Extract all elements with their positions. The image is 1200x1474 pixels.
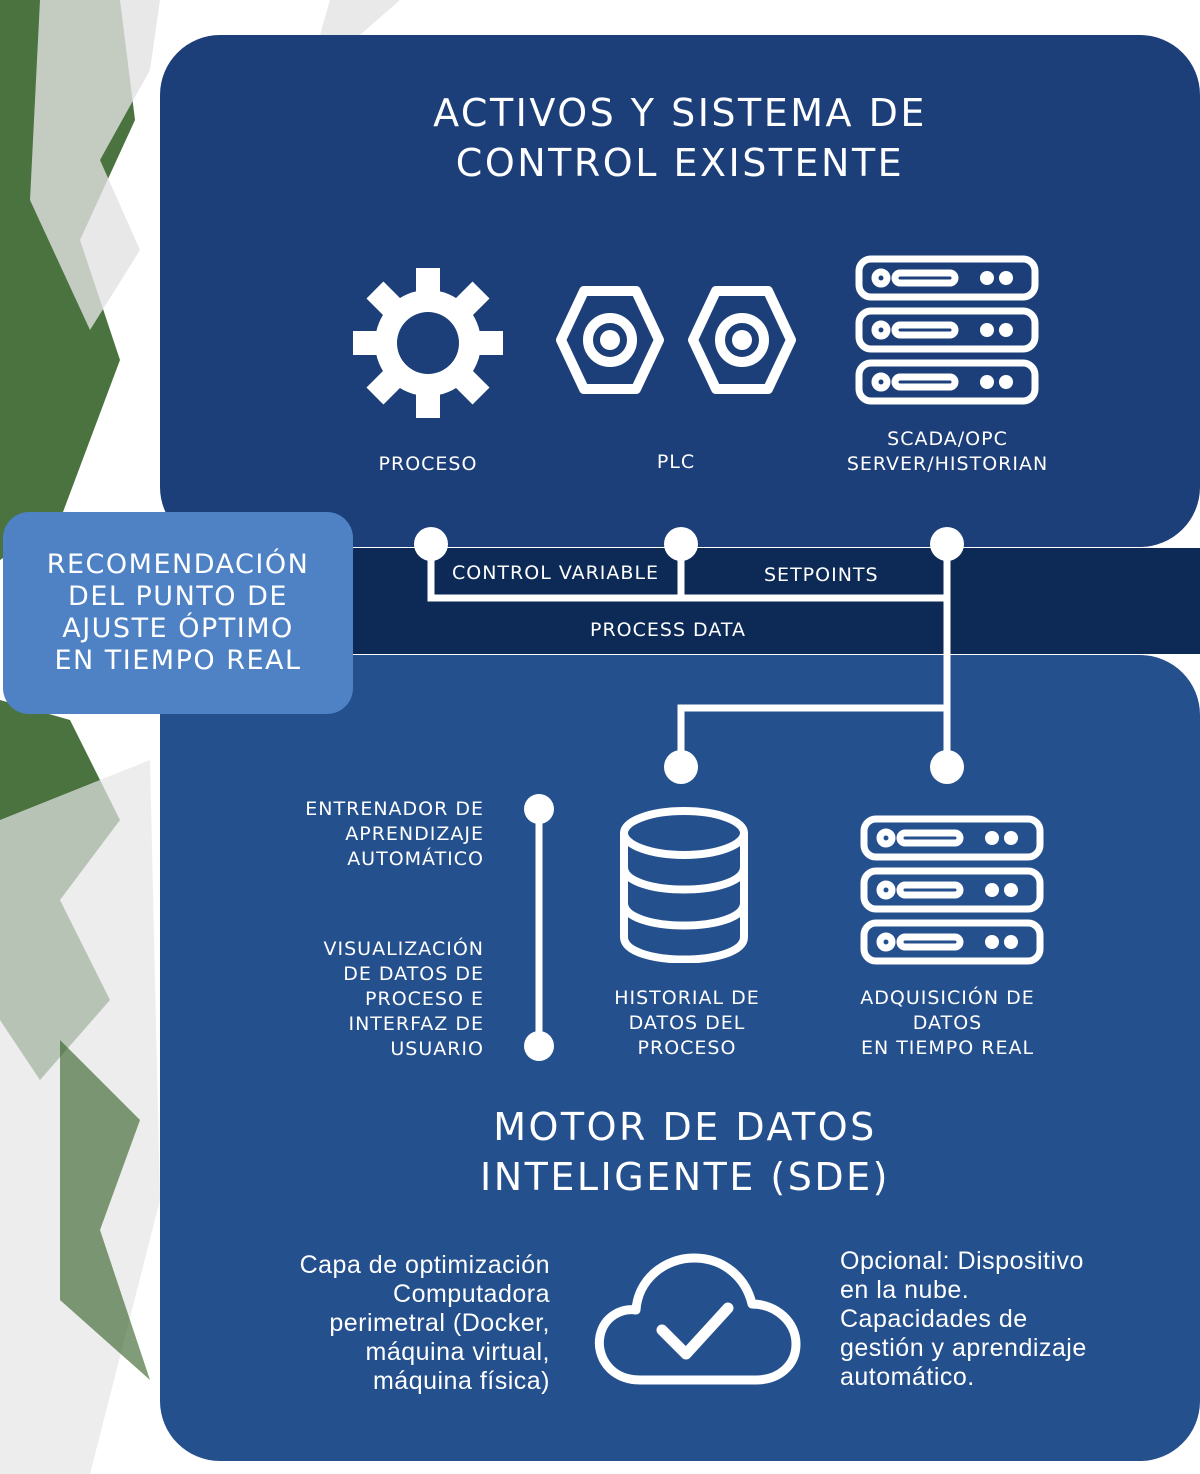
setpoints-label: SETPOINTS bbox=[764, 564, 879, 586]
connector-node bbox=[664, 750, 698, 784]
scada-label: SCADA/OPC SERVER/HISTORIAN bbox=[846, 428, 1049, 475]
gear-icon bbox=[353, 268, 503, 418]
hex-nut-icon bbox=[556, 286, 796, 394]
top-panel bbox=[160, 35, 1200, 547]
server-rack-icon bbox=[860, 815, 1044, 965]
server-rack-icon bbox=[855, 255, 1039, 405]
database-icon bbox=[620, 807, 748, 963]
plc-label: PLC bbox=[656, 451, 696, 473]
proceso-label: PROCESO bbox=[378, 453, 478, 475]
process-data-label: PROCESS DATA bbox=[590, 619, 746, 641]
visualization-label: VISUALIZACIÓN DE DATOS DE PROCESO E INTE… bbox=[323, 938, 484, 1060]
recommendation-text: RECOMENDACIÓN DEL PUNTO DE AJUSTE ÓPTIMO… bbox=[46, 549, 310, 676]
historial-label: HISTORIAL DE DATOS DEL PROCESO bbox=[614, 987, 760, 1059]
connector-node bbox=[524, 794, 554, 824]
cloud-check-icon bbox=[594, 1253, 801, 1385]
connector-node bbox=[930, 527, 964, 561]
control-variable-label: CONTROL VARIABLE bbox=[452, 562, 660, 584]
adquisicion-label: ADQUISICIÓN DE DATOS EN TIEMPO REAL bbox=[860, 987, 1035, 1059]
edge-layer-text: Capa de optimización Computadora perimet… bbox=[299, 1251, 550, 1395]
ml-trainer-label: ENTRENADOR DE APRENDIZAJE AUTOMÁTICO bbox=[305, 798, 484, 870]
engine-title: MOTOR DE DATOS INTELIGENTE (SDE) bbox=[480, 1105, 890, 1199]
connector-node bbox=[524, 1031, 554, 1061]
cloud-option-text: Opcional: Dispositivo en la nube. Capaci… bbox=[840, 1247, 1087, 1391]
connector-node bbox=[414, 527, 448, 561]
recommendation-box: RECOMENDACIÓN DEL PUNTO DE AJUSTE ÓPTIMO… bbox=[3, 512, 353, 714]
connector-node bbox=[664, 527, 698, 561]
engine-panel bbox=[160, 655, 1200, 1461]
connector-node bbox=[930, 750, 964, 784]
top-title: ACTIVOS Y SISTEMA DE CONTROL EXISTENTE bbox=[433, 91, 927, 185]
